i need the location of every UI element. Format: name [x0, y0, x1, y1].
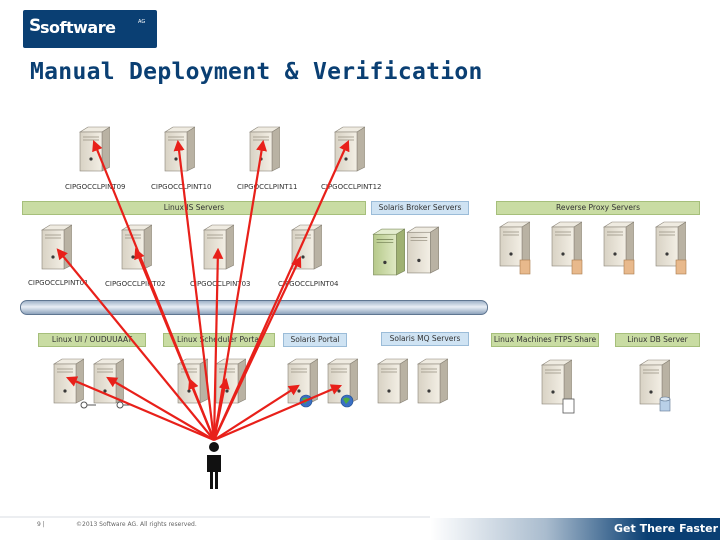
band-linux-scheduler: Linux Scheduler Portal [163, 333, 275, 347]
server-label: CIPGOCCLPINT10 [151, 183, 212, 191]
server-label: CIPGOCCLPINT03 [190, 280, 251, 288]
server-icon [372, 228, 405, 276]
server-icon [406, 226, 439, 274]
server-icon [499, 221, 530, 267]
folder-icon [519, 259, 687, 275]
band-linux-is: Linux IS Servers [22, 201, 366, 215]
page-title: Manual Deployment & Verification [30, 59, 483, 85]
server-label: CIPGOCCLPINT11 [237, 183, 298, 191]
server-label: CIPGOCCLPINT09 [65, 183, 126, 191]
footer-page-number: 9 | [37, 521, 45, 528]
server-icon [603, 221, 634, 267]
server-icon [417, 358, 448, 404]
band-linux-ui: Linux UI / OUDUUAAT [38, 333, 146, 347]
logo-box [23, 10, 157, 48]
band-reverse-proxy: Reverse Proxy Servers [496, 201, 700, 215]
band-solaris-portal: Solaris Portal [283, 333, 347, 347]
server-icon [541, 359, 572, 405]
server-icon [203, 224, 234, 270]
tagline-band [430, 518, 720, 540]
server-label: CIPGOCCLPINT04 [278, 280, 339, 288]
logo-text: software [40, 18, 116, 37]
footer-tagline: Get There Faster [614, 522, 719, 535]
server-icon [249, 126, 280, 172]
database-icon [659, 396, 671, 412]
footer-copyright: ©2013 Software AG. All rights reserved. [76, 521, 197, 528]
band-linux-ftp: Linux Machines FTPS Share [491, 333, 599, 347]
globe-icon [299, 394, 354, 408]
person-icon [207, 442, 221, 489]
deployment-arrows [56, 139, 350, 442]
server-icon [551, 221, 582, 267]
band-solaris-broker: Solaris Broker Servers [371, 201, 469, 215]
band-solaris-mq: Solaris MQ Servers [381, 332, 469, 346]
logo-s-icon: S [29, 16, 42, 36]
server-icon [79, 126, 110, 172]
band-linux-db: Linux DB Server [615, 333, 700, 347]
server-icon [655, 221, 686, 267]
server-label: CIPGOCCLPINT12 [321, 183, 382, 191]
server-icon [377, 358, 408, 404]
server-label: CIPGOCCLPINT01 [28, 279, 89, 287]
network-bus [20, 300, 488, 315]
logo-suffix: AG [138, 19, 146, 25]
server-icon [53, 358, 84, 404]
server-icon [334, 126, 365, 172]
server-label: CIPGOCCLPINT02 [105, 280, 166, 288]
folder-icon [562, 398, 575, 414]
